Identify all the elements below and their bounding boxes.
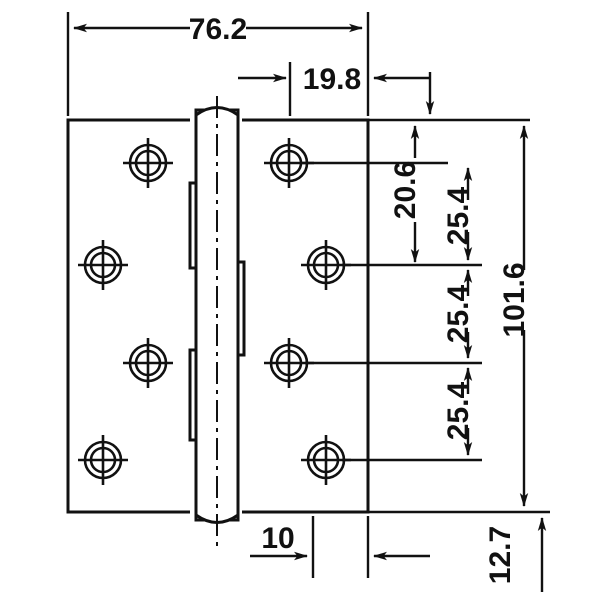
screw-hole bbox=[123, 338, 173, 388]
dim-label-first-hole-offset: 20.6 bbox=[389, 161, 422, 219]
dim-label-hole-pitch-2: 25.4 bbox=[442, 284, 475, 343]
dimension-labels: 76.2 19.8 20.6 25.4 25.4 25.4 101.6 10 1… bbox=[189, 13, 531, 584]
dim-label-hole-pitch-1: 25.4 bbox=[442, 186, 475, 245]
screw-hole bbox=[123, 138, 173, 188]
dim-label-overall-height: 101.6 bbox=[498, 262, 531, 337]
screw-hole bbox=[78, 240, 128, 290]
dim-label-leaf-width-right: 19.8 bbox=[303, 63, 361, 96]
dim-label-bottom-edge-distance: 12.7 bbox=[484, 526, 517, 584]
dimension-lines bbox=[66, 12, 550, 592]
dim-label-overall-width: 76.2 bbox=[189, 13, 247, 46]
screw-hole-group-left bbox=[78, 138, 173, 485]
dim-label-hole-pitch-3: 25.4 bbox=[442, 381, 475, 440]
dim-label-knuckle-offset: 10 bbox=[261, 522, 294, 555]
screw-hole bbox=[78, 435, 128, 485]
